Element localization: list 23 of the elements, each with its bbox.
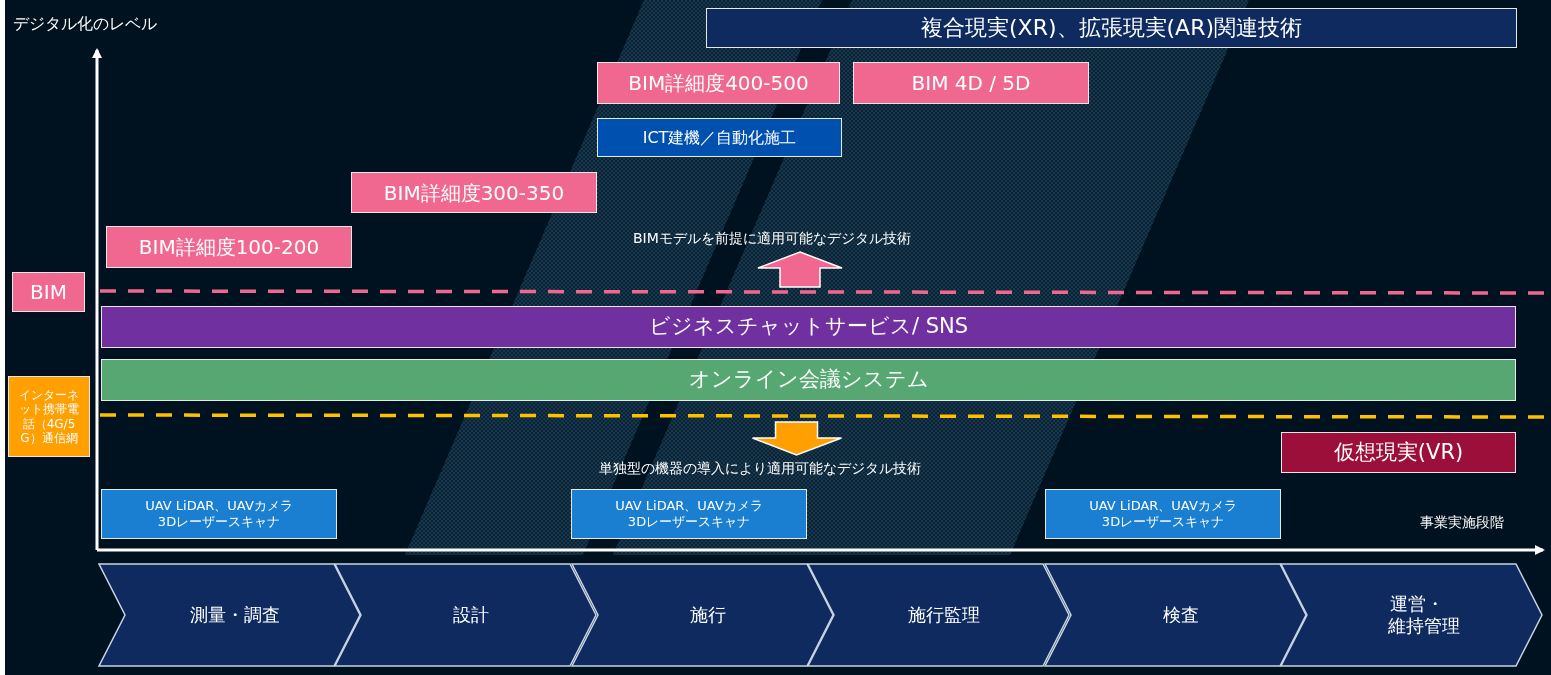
arrow-caption: BIMモデルを前提に適用可能なデジタル技術 <box>633 230 911 248</box>
technology-box: 仮想現実(VR) <box>1281 432 1516 473</box>
technology-box: BIM詳細度300-350 <box>351 172 597 213</box>
technology-box: ICT建機／自動化施工 <box>597 118 842 157</box>
technology-box: BIM 4D / 5D <box>853 62 1089 104</box>
technology-box: BIM <box>12 272 85 312</box>
technology-band: 複合現実(XR)、拡張現実(AR)関連技術 <box>706 8 1517 48</box>
network-box: インターネット携帯電話（4G/5G）通信網 <box>8 376 90 457</box>
equipment-box: UAV LiDAR、UAVカメラ 3Dレーザースキャナ <box>571 489 807 539</box>
technology-band: オンライン会議システム <box>101 359 1516 401</box>
phase-block: 設計 <box>334 563 597 667</box>
equipment-box: UAV LiDAR、UAVカメラ 3Dレーザースキャナ <box>1045 489 1281 539</box>
axis-label: 事業実施段階 <box>1420 514 1504 532</box>
block-arrow <box>751 421 843 456</box>
axis-label: デジタル化のレベル <box>13 14 157 35</box>
arrow-caption: 単独型の機器の導入により適用可能なデジタル技術 <box>599 460 921 478</box>
phase-block: 測量・調査 <box>98 563 361 667</box>
technology-box: BIM詳細度400-500 <box>597 62 840 104</box>
technology-band: ビジネスチャットサービス/ SNS <box>101 306 1516 348</box>
technology-box: BIM詳細度100-200 <box>106 226 352 268</box>
phase-block: 運営・維持管理 <box>1280 563 1543 667</box>
equipment-box: UAV LiDAR、UAVカメラ 3Dレーザースキャナ <box>101 489 337 539</box>
phase-block: 施行監理 <box>807 563 1070 667</box>
